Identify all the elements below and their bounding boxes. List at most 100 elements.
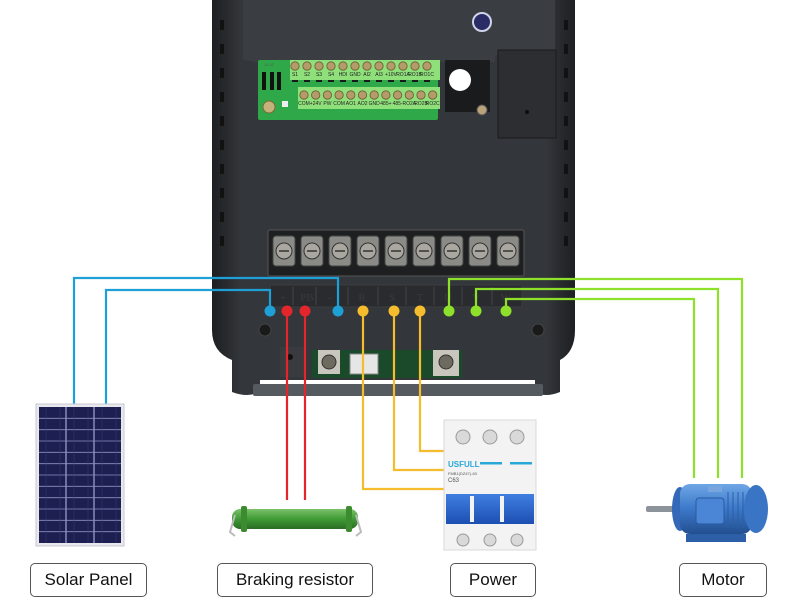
power-terminal-label: T [417,292,424,304]
label-motor: Motor [679,563,767,597]
breaker-screw [510,533,524,547]
label-power: Power [450,563,536,597]
terminal-dot-power [357,305,369,317]
power-terminal-label: R [358,292,366,304]
control-terminal-label: S1 [292,72,298,78]
motor-shaft [646,506,676,512]
terminal-dot-motor [500,305,512,317]
breaker-screw [509,429,525,445]
breaker-brand: USFULL [448,460,480,469]
braking-resistor [228,506,363,537]
control-terminal-label: AI2 [363,72,371,78]
wires [72,276,744,500]
power-terminal-label: S [389,292,395,304]
control-screw [398,61,408,71]
breaker-rating: C63 [448,478,460,484]
terminal-dot-braking-resistor [299,305,311,317]
control-terminal-label: S3 [316,72,322,78]
terminal-dot-power [388,305,400,317]
control-terminal-label: RO2C [426,101,440,107]
wire [392,311,444,472]
control-terminal-label: AO1 [346,101,356,107]
control-terminal-label: HDI [339,72,348,78]
motor [646,484,768,542]
control-screw [302,61,312,71]
label-solar-panel-text: Solar Panel [44,570,133,589]
control-screw [314,61,324,71]
led [282,101,288,107]
control-screw [381,90,391,100]
mounting-hole [449,69,471,91]
control-terminal-label: AI3 [375,72,383,78]
terminal-slot [352,80,358,82]
control-screw [362,61,372,71]
label-braking-resistor-text: Braking resistor [235,570,355,589]
control-screw [416,90,426,100]
control-screw [357,90,368,100]
terminal-slot [388,80,394,82]
terminal-dot-motor [470,305,482,317]
power-terminal-label: - [328,292,332,304]
terminal-dot-power [414,305,426,317]
terminal-slot [292,80,298,82]
wire [72,276,340,404]
solar-panel [35,403,125,547]
control-screw [346,90,356,100]
breaker-model: FMB1(DZ47)-63 [448,471,478,476]
wire [361,311,444,491]
terminal-slot [376,80,382,82]
breaker-screw [482,429,498,445]
bracket [497,49,557,139]
control-screw [322,90,332,100]
terminal-slot [340,80,346,82]
vent-slots-left [220,20,224,246]
control-terminal-label: RO1C [420,72,434,78]
control-screw [404,90,414,100]
control-screw [350,61,360,71]
terminal-slot [412,80,418,82]
control-screw [338,61,348,71]
wire [104,288,272,404]
label-power-text: Power [468,570,518,589]
terminal-dot-solar-panel [332,305,344,317]
control-screw [290,61,300,71]
wire [418,311,444,453]
control-screw [311,90,321,100]
control-screw [386,61,396,71]
breaker-screw [455,429,471,445]
control-terminal-label: 485+ [380,101,391,107]
terminal-box [695,497,725,525]
bottom-lip [253,384,543,396]
vent-slots-right [564,20,568,246]
control-screw [334,90,344,100]
control-terminal-label: +24V [310,101,322,107]
terminal-slot [400,80,406,82]
control-terminal-label: COM [333,101,345,107]
wire [504,297,696,478]
control-terminal-label: +10V [385,72,397,78]
lower-board [253,347,543,396]
terminal-slot [316,80,322,82]
control-terminal-label: S4 [328,72,334,78]
control-terminal-label: COM [298,101,310,107]
control-terminal-label: 485- [393,101,403,107]
control-screw [428,90,438,100]
control-terminal-label: RO2B [414,101,428,107]
terminal-dot-solar-panel [264,305,276,317]
control-screw [326,61,336,71]
terminal-dots [264,305,512,317]
breaker-screw [456,533,470,547]
label-motor-text: Motor [701,570,745,589]
control-terminal-label: RO1B [408,72,422,78]
capacitor [472,12,492,32]
label-braking-resistor: Braking resistor [217,563,373,597]
power-terminal-label: + [280,292,286,304]
wire [474,287,720,478]
control-screw [299,90,309,100]
label-solar-panel: Solar Panel [30,563,147,597]
control-terminal-label: GND [349,72,361,78]
control-terminal-label: S2 [304,72,310,78]
